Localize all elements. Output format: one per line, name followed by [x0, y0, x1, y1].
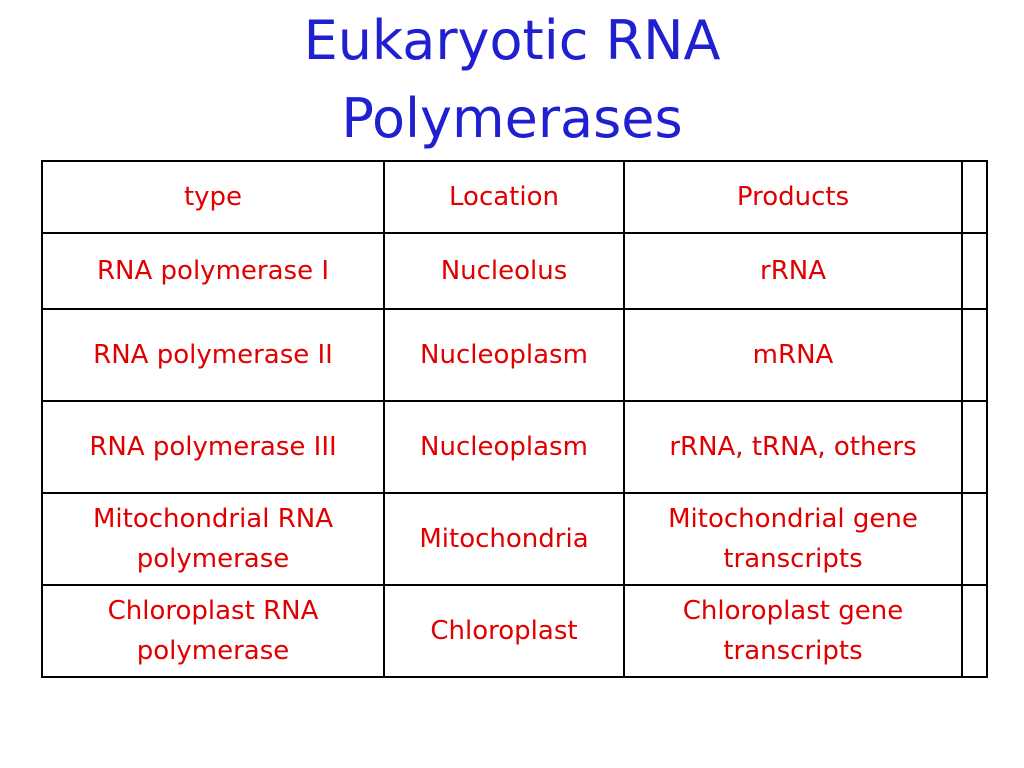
slide-title: Eukaryotic RNA Polymerases: [0, 0, 1024, 158]
cell-location: Nucleoplasm: [383, 308, 625, 402]
cell-extra: [961, 232, 988, 310]
cell-type: Chloroplast RNA polymerase: [41, 584, 385, 678]
table-row: RNA polymerase II Nucleoplasm mRNA: [41, 308, 988, 402]
cell-extra: [961, 308, 988, 402]
polymerase-table-container: type Location Products RNA polymerase I …: [41, 160, 988, 678]
header-location: Location: [383, 160, 625, 234]
cell-location: Mitochondria: [383, 492, 625, 586]
cell-type: RNA polymerase II: [41, 308, 385, 402]
header-type: type: [41, 160, 385, 234]
cell-products: mRNA: [623, 308, 963, 402]
cell-extra: [961, 400, 988, 494]
cell-products: rRNA, tRNA, others: [623, 400, 963, 494]
slide-title-line-2: Polymerases: [341, 87, 683, 150]
header-products: Products: [623, 160, 963, 234]
cell-products: Mitochondrial gene transcripts: [623, 492, 963, 586]
cell-type: Mitochondrial RNA polymerase: [41, 492, 385, 586]
table-row: Chloroplast RNA polymerase Chloroplast C…: [41, 584, 988, 678]
cell-location: Nucleolus: [383, 232, 625, 310]
cell-products: Chloroplast gene transcripts: [623, 584, 963, 678]
cell-extra: [961, 492, 988, 586]
polymerase-table: type Location Products RNA polymerase I …: [41, 160, 988, 678]
table-row: RNA polymerase III Nucleoplasm rRNA, tRN…: [41, 400, 988, 494]
cell-type: RNA polymerase III: [41, 400, 385, 494]
table-row: Mitochondrial RNA polymerase Mitochondri…: [41, 492, 988, 586]
table-row: RNA polymerase I Nucleolus rRNA: [41, 232, 988, 310]
cell-location: Chloroplast: [383, 584, 625, 678]
cell-extra: [961, 584, 988, 678]
cell-type: RNA polymerase I: [41, 232, 385, 310]
header-extra: [961, 160, 988, 234]
slide-title-line-1: Eukaryotic RNA: [303, 9, 721, 72]
cell-location: Nucleoplasm: [383, 400, 625, 494]
cell-products: rRNA: [623, 232, 963, 310]
table-header-row: type Location Products: [41, 160, 988, 234]
